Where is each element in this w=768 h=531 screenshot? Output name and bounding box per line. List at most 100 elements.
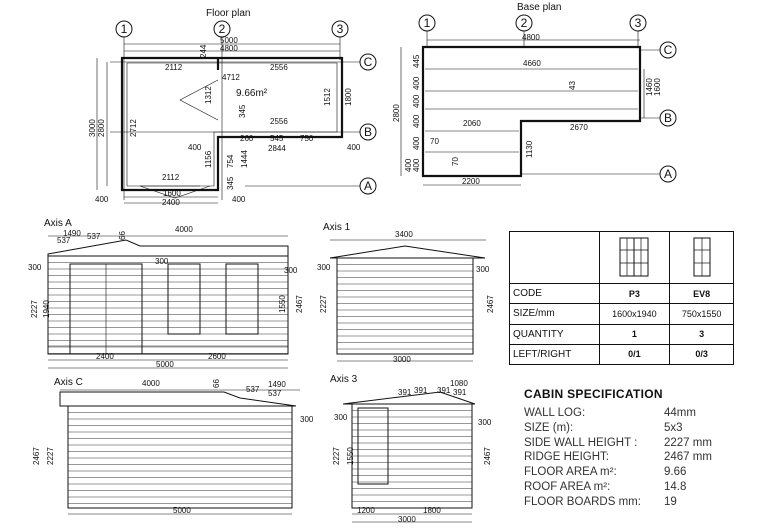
axis-a-window-ev8-1 xyxy=(167,263,201,335)
fp-dim-2712: 2712 xyxy=(129,119,138,137)
axis-c-elevation: Axis C 4000 66 537 1490 537 300 2467 222… xyxy=(32,377,314,515)
fp-dim-545: 545 xyxy=(270,134,284,143)
floor-axis-2: 2 xyxy=(213,20,231,38)
fp-dim-1156: 1156 xyxy=(204,150,213,168)
axis-a-dim-2400: 2400 xyxy=(96,352,114,361)
window-schedule-table: CODE P3 EV8 SIZE/mm 1600x1940 750x1550 Q… xyxy=(509,231,734,366)
spec-label: FLOOR BOARDS mm: xyxy=(524,495,641,508)
axis-3-dim-391-d: 391 xyxy=(453,388,467,397)
fp-dim-400-left: 400 xyxy=(188,143,202,152)
axis-3-dim-391-b: 391 xyxy=(414,386,428,395)
bp-dim-43: 43 xyxy=(568,81,577,90)
window-ev8-icon xyxy=(669,231,734,284)
fp-dim-345: 345 xyxy=(238,104,247,118)
fp-dim-400-bl: 400 xyxy=(95,195,109,204)
axis-3-dim-1550: 1550 xyxy=(346,447,355,465)
axis-a-dim-1940: 1940 xyxy=(42,300,51,318)
bp-dim-400-f: 400 xyxy=(404,158,413,172)
row-label: QUANTITY xyxy=(509,323,600,345)
window-p3-icon-svg xyxy=(619,237,649,276)
floor-axis-a: A xyxy=(359,177,377,195)
base-axis-3: 3 xyxy=(629,14,647,32)
fp-dim-2112-top: 2112 xyxy=(165,63,183,72)
base-axis-3-label: 3 xyxy=(635,16,642,30)
floor-axis-1: 1 xyxy=(115,20,133,38)
axis-3-dim-1080: 1080 xyxy=(450,379,468,388)
spec-value: 2227 mm xyxy=(664,436,712,449)
axis-1-dim-3000: 3000 xyxy=(393,355,411,364)
base-axis-2-label: 2 xyxy=(521,16,528,30)
ev8-size: 750x1550 xyxy=(669,303,734,325)
bp-dim-4800: 4800 xyxy=(522,33,540,42)
axis-1-title: Axis 1 xyxy=(323,222,351,233)
fp-dim-400-right: 400 xyxy=(347,143,361,152)
fp-dim-1512: 1512 xyxy=(323,88,332,106)
spec-row: SIDE WALL HEIGHT : 2227 mm xyxy=(524,436,734,451)
axis-a-dim-2467: 2467 xyxy=(295,295,304,313)
spec-row: ROOF AREA m²: 14.8 xyxy=(524,480,734,495)
axis-1-dim-3400: 3400 xyxy=(395,230,413,239)
bp-dim-400-d: 400 xyxy=(412,136,421,150)
axis-c-dim-300: 300 xyxy=(300,415,314,424)
fp-dim-2556-top: 2556 xyxy=(270,63,288,72)
floor-plan-title: Floor plan xyxy=(206,8,250,19)
axis-3-dim-300-right: 300 xyxy=(478,418,492,427)
spec-value: 2467 mm xyxy=(664,451,712,464)
base-axis-1-label: 1 xyxy=(424,16,431,30)
axis-c-dim-66: 66 xyxy=(212,379,221,388)
axis-c-dim-4000: 4000 xyxy=(142,379,160,388)
fp-dim-244: 244 xyxy=(199,44,208,58)
fp-dim-2844: 2844 xyxy=(268,144,286,153)
axis-1-dim-300-left: 300 xyxy=(317,263,331,272)
axis-1-dim-2227: 2227 xyxy=(319,295,328,313)
fp-area: 9.66m² xyxy=(236,88,268,99)
spec-label: ROOF AREA m²: xyxy=(524,480,611,493)
floor-axis-a-label: A xyxy=(364,179,372,193)
spec-value: 14.8 xyxy=(664,480,687,493)
base-axis-b: B xyxy=(659,109,677,127)
fp-dim-1800: 1800 xyxy=(344,88,353,106)
fp-dim-400-br: 400 xyxy=(232,195,246,204)
base-plan: Base plan 1 2 3 C B A 4800 4660 445 400 … xyxy=(392,2,677,186)
p3-quantity: 1 xyxy=(598,323,671,345)
bp-dim-70-a: 70 xyxy=(430,137,439,146)
ev8-code: EV8 xyxy=(669,282,734,305)
axis-a-dim-1550: 1550 xyxy=(278,295,287,313)
spec-value: 5x3 xyxy=(664,421,683,434)
fp-dim-260: 260 xyxy=(240,134,254,143)
axis-3-dim-300-left: 300 xyxy=(334,413,348,422)
axis-c-dim-537-a: 537 xyxy=(246,385,260,394)
base-axis-b-label: B xyxy=(664,111,672,125)
axis-3-title: Axis 3 xyxy=(330,374,358,385)
window-p3-icon xyxy=(598,231,671,284)
cabin-spec-title: CABIN SPECIFICATION xyxy=(524,387,663,401)
bp-dim-400-b: 400 xyxy=(412,94,421,108)
table-row: LEFT/RIGHT 0/1 0/3 xyxy=(509,343,734,366)
fp-dim-1600: 1600 xyxy=(163,189,181,198)
axis-c-dim-5000: 5000 xyxy=(173,506,191,515)
bp-dim-2670: 2670 xyxy=(570,123,588,132)
p3-code: P3 xyxy=(598,282,671,305)
spec-value: 19 xyxy=(664,495,677,508)
fp-dim-2800: 2800 xyxy=(97,119,106,137)
axis-a-dim-1490: 1490 xyxy=(63,229,81,238)
ev8-quantity: 3 xyxy=(669,323,734,345)
axis-1-planks xyxy=(337,264,473,350)
floor-axis-1-label: 1 xyxy=(121,22,128,36)
axis-3-door-ev8 xyxy=(357,407,389,485)
axis-a-dim-5000: 5000 xyxy=(156,360,174,369)
bp-dim-1600: 1600 xyxy=(653,78,662,96)
fp-dim-2556-mid: 2556 xyxy=(270,117,288,126)
fp-dim-2112-bottom: 2112 xyxy=(162,173,180,182)
table-row: QUANTITY 1 3 xyxy=(509,323,734,345)
fp-dim-3000: 3000 xyxy=(88,119,97,137)
spec-label: SIDE WALL HEIGHT : xyxy=(524,436,638,449)
floor-plan: Floor plan 1 2 3 C B A 5000 4800 244 211… xyxy=(88,8,377,207)
spec-row: FLOOR BOARDS mm: 19 xyxy=(524,495,734,510)
spec-value: 44mm xyxy=(664,407,696,419)
spec-label: RIDGE HEIGHT: xyxy=(524,451,609,464)
base-axis-a: A xyxy=(659,165,677,183)
axis-c-dim-2467: 2467 xyxy=(32,447,41,465)
fp-dim-5000: 5000 xyxy=(220,36,238,45)
